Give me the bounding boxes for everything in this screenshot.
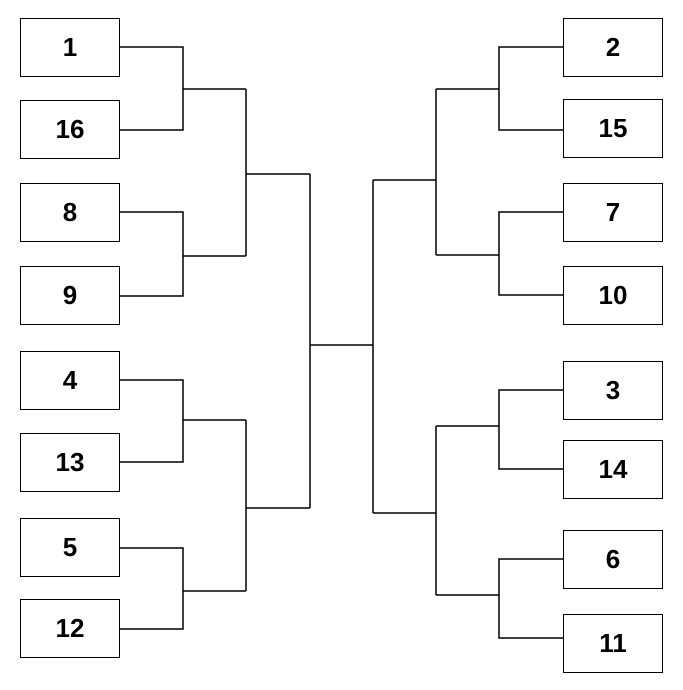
- seed-label: 15: [598, 113, 628, 143]
- seed-label: 7: [605, 197, 621, 227]
- connector-right-r1-6v11: [436, 558, 563, 639]
- seed-box: 10: [563, 266, 663, 325]
- connector-right-r2-bottom: [373, 426, 437, 595]
- seed-box: 6: [563, 530, 663, 589]
- seed-box: 7: [563, 183, 663, 242]
- connector-left-r2-bottom: [245, 420, 310, 591]
- seed-box: 12: [20, 599, 120, 658]
- seed-box: 4: [20, 351, 120, 410]
- seed-box: 8: [20, 183, 120, 242]
- seed-box: 15: [563, 99, 663, 158]
- connector-left-r2-top: [245, 89, 310, 256]
- seed-label: 10: [598, 280, 628, 310]
- connector-right-r1-7v10: [436, 211, 563, 296]
- seed-box: 13: [20, 433, 120, 492]
- seed-label: 11: [599, 628, 627, 658]
- seed-label: 8: [62, 197, 78, 227]
- seed-box: 1: [20, 18, 120, 77]
- seed-box: 5: [20, 518, 120, 577]
- seed-label: 16: [55, 114, 85, 144]
- seed-box: 14: [563, 440, 663, 499]
- connector-left-r1-5v12: [120, 547, 246, 630]
- connector-left-r1-4v13: [120, 379, 246, 463]
- seed-box: 3: [563, 361, 663, 420]
- connector-left-r1-8v9: [120, 211, 246, 297]
- seed-label: 14: [598, 454, 628, 484]
- seed-label: 6: [605, 544, 621, 574]
- seed-box: 16: [20, 100, 120, 159]
- connector-right-r2-top: [373, 89, 437, 255]
- seed-box: 11: [563, 614, 663, 673]
- seed-label: 1: [62, 32, 78, 62]
- connector-left-r1-1v16: [120, 46, 246, 131]
- seed-label: 12: [55, 613, 85, 643]
- seed-label: 5: [62, 532, 78, 562]
- seed-label: 3: [605, 375, 621, 405]
- seed-label: 9: [62, 280, 78, 310]
- seed-label: 13: [55, 447, 85, 477]
- connector-right-r1-3v14: [436, 389, 563, 470]
- connector-right-r1-2v15: [436, 46, 563, 131]
- seed-label: 2: [605, 32, 621, 62]
- seed-box: 2: [563, 18, 663, 77]
- seed-box: 9: [20, 266, 120, 325]
- seed-label: 4: [62, 365, 78, 395]
